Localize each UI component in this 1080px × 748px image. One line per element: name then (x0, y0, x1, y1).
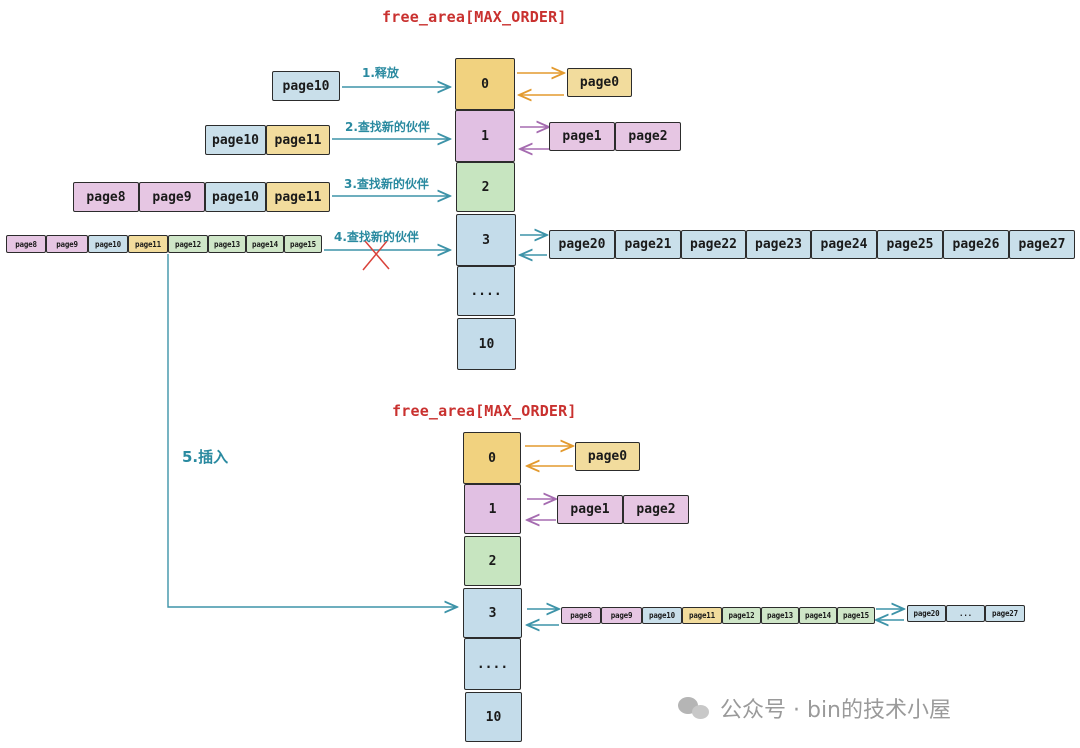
top-slot-0: 0 (455, 58, 515, 110)
step4-page: page9 (46, 235, 88, 253)
bottom-list3-page: page11 (682, 607, 722, 624)
bottom-slot-ellipsis: .... (464, 638, 521, 690)
bottom-list0-page: page0 (575, 442, 640, 471)
step3-page: page11 (266, 182, 330, 212)
step4-page: page13 (208, 235, 246, 253)
step3-page: page8 (73, 182, 139, 212)
step4-page: page12 (168, 235, 208, 253)
insert-arrow (167, 254, 457, 607)
top-slot-10: 10 (457, 318, 516, 370)
step1-page: page10 (272, 71, 340, 101)
bottom-list3-page: page9 (601, 607, 642, 624)
step4-label: 4.查找新的伙伴 (334, 230, 419, 244)
bottom-list1-page: page1 (557, 495, 623, 524)
cross-mark (362, 240, 388, 271)
top-slot-1: 1 (455, 110, 515, 162)
bottom-slot-2: 2 (464, 536, 521, 586)
cross-mark (364, 240, 390, 270)
top-list3-page: page22 (681, 230, 746, 259)
wechat-icon (678, 695, 712, 721)
top-list1-page: page1 (549, 122, 615, 151)
step2-label: 2.查找新的伙伴 (345, 120, 430, 134)
insert-label: 5.插入 (182, 448, 229, 466)
top-slot-2: 2 (456, 162, 515, 212)
step2-page: page11 (266, 125, 330, 155)
step4-page: page15 (284, 235, 322, 253)
top-list3-page: page27 (1009, 230, 1075, 259)
bottom-slot-10: 10 (465, 692, 522, 742)
top-list3-page: page26 (943, 230, 1009, 259)
top-list3-page: page23 (746, 230, 811, 259)
bottom-list3-page: page10 (642, 607, 682, 624)
top-list0-page: page0 (567, 68, 632, 97)
top-slot-ellipsis: .... (457, 266, 515, 316)
step4-page: page14 (246, 235, 284, 253)
step4-page: page10 (88, 235, 128, 253)
top-title: free_area[MAX_ORDER] (382, 8, 567, 26)
bottom-list3-tail-page: page27 (985, 605, 1025, 622)
bottom-title: free_area[MAX_ORDER] (392, 402, 577, 420)
step4-page: page11 (128, 235, 168, 253)
top-list3-page: page20 (549, 230, 615, 259)
bottom-slot-1: 1 (464, 484, 521, 534)
bottom-list3-page: page15 (837, 607, 875, 624)
top-list3-page: page25 (877, 230, 943, 259)
top-slot-3: 3 (456, 214, 516, 266)
top-list3-page: page21 (615, 230, 681, 259)
step2-page: page10 (205, 125, 266, 155)
watermark: 公众号 · bin的技术小屋 (678, 692, 951, 724)
bottom-list3-page: page14 (799, 607, 837, 624)
step3-page: page10 (205, 182, 266, 212)
step1-label: 1.释放 (362, 66, 399, 80)
step3-label: 3.查找新的伙伴 (344, 177, 429, 191)
bottom-list1-page: page2 (623, 495, 689, 524)
bottom-list3-tail-page: page20 (907, 605, 946, 622)
top-list3-page: page24 (811, 230, 877, 259)
bottom-list3-page: page8 (561, 607, 601, 624)
step4-page: page8 (6, 235, 46, 253)
step3-page: page9 (139, 182, 205, 212)
watermark-text: 公众号 · bin的技术小屋 (720, 698, 952, 723)
bottom-slot-0: 0 (463, 432, 521, 484)
bottom-list3-page: page12 (722, 607, 761, 624)
bottom-slot-3: 3 (463, 588, 522, 638)
bottom-list3-page: page13 (761, 607, 799, 624)
bottom-list3-tail-page: ... (946, 605, 985, 622)
top-list1-page: page2 (615, 122, 681, 151)
